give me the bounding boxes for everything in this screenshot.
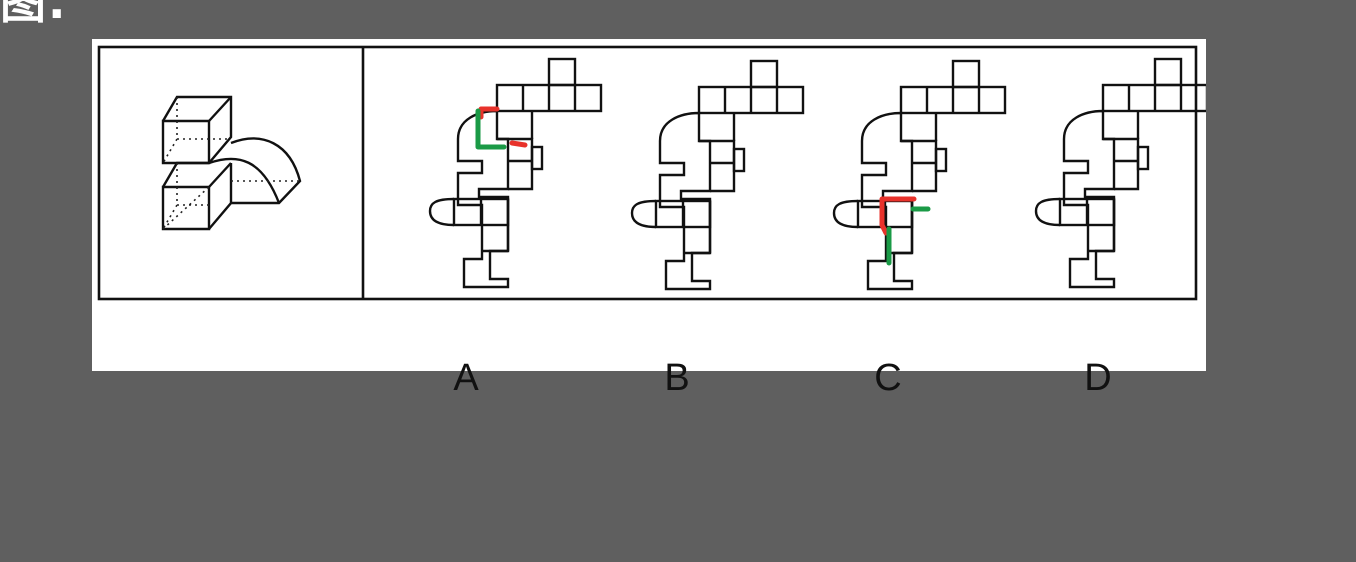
red-mark [509, 140, 528, 148]
question-figure [97, 45, 1206, 301]
option-d-net [1034, 57, 1206, 289]
option-c-marks [879, 196, 931, 266]
option-label-b[interactable]: B [664, 357, 690, 399]
frame [97, 45, 1198, 301]
option-c-net [832, 59, 1007, 291]
option-label-a[interactable]: A [453, 357, 479, 399]
red-mark [879, 196, 917, 236]
stimulus-solid [161, 95, 302, 231]
header-text: 图. [0, 0, 68, 29]
option-b-net [630, 59, 805, 291]
green-mark [475, 108, 507, 150]
red-mark [478, 106, 500, 120]
option-a-marks [475, 106, 528, 150]
option-label-d[interactable]: D [1084, 357, 1112, 399]
question-panel: A B C D [92, 39, 1206, 399]
option-label-c[interactable]: C [874, 357, 902, 399]
option-a-net [428, 57, 603, 289]
